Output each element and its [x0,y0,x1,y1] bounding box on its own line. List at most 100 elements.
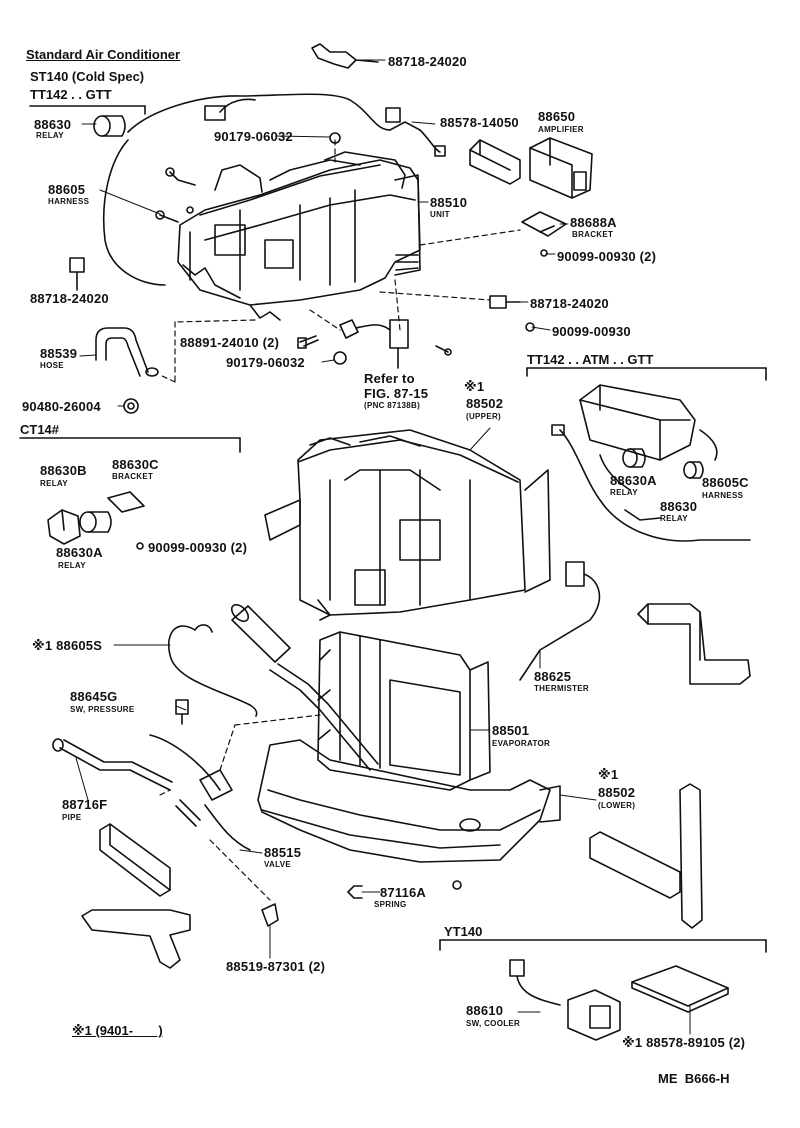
part-number-88625[interactable]: 88625 [534,669,572,684]
amplifier-tt142 [579,384,696,461]
part-number-87116a[interactable]: 87116A [380,885,427,900]
model-label-tt142: TT142 . . GTT [30,87,112,102]
part-desc-88650: AMPLIFIER [538,125,584,134]
part-number-88630c[interactable]: 88630C [112,457,159,472]
part-number-88718-24020-top[interactable]: 88718-24020 [388,54,467,69]
spring-87116a [347,885,363,899]
refer-to-pnc: (PNC 87138B) [364,401,421,410]
part-desc-88716f: PIPE [62,813,82,822]
bracket-ct14 [19,437,241,453]
foam-88578-14050 [469,139,521,185]
refer-to-text: Refer to [364,371,415,386]
part-number-88630b[interactable]: 88630B [40,463,87,478]
part-number-88605s[interactable]: ※1 88605S [32,638,103,653]
part-desc-88630: RELAY [36,131,64,140]
bracket-tt142-atm [526,367,767,381]
clip-88718-left [69,257,85,291]
part-number-88718-24020-left[interactable]: 88718-24020 [30,291,109,306]
harness-88605 [102,93,446,286]
part-number-88891-24010[interactable]: 88891-24010 (2) [180,335,280,350]
part-number-88630[interactable]: 88630 [34,117,72,132]
relay-88630a-right [622,448,646,468]
part-number-88605[interactable]: 88605 [48,182,86,197]
bracket-88630c [107,491,145,550]
refer-to-figure[interactable]: FIG. 87-15 [364,386,429,401]
part-number-88515[interactable]: 88515 [264,845,302,860]
valve-88515 [175,769,251,851]
clip-88718-top [311,43,379,69]
part-number-90099-00930-a[interactable]: 90099-00930 (2) [557,249,657,264]
part-number-88502-upper[interactable]: 88502 [466,396,504,411]
part-number-90179-06032-b[interactable]: 90179-06032 [226,355,305,370]
relay-88630b [47,509,81,545]
pipe-upper [269,663,379,771]
pressure-switch-88645g [149,699,221,791]
part-desc-88502-lower: (LOWER) [598,801,636,810]
part-desc-87116a: SPRING [374,900,407,909]
seal-left-bottom [81,823,191,969]
filter-tube [230,603,291,663]
part-number-88501[interactable]: 88501 [492,723,530,738]
part-number-88610[interactable]: 88610 [466,1003,504,1018]
part-number-88718-24020-right[interactable]: 88718-24020 [530,296,609,311]
part-desc-88605c: HARNESS [702,491,744,500]
hose-88539 [95,327,159,377]
seal-right-lower [589,783,703,929]
part-desc-88605: HARNESS [48,197,90,206]
part-number-88716f[interactable]: 88716F [62,797,108,812]
harness-88605c [551,424,751,542]
part-number-88630-right[interactable]: 88630 [660,499,698,514]
part-desc-88625: THERMISTER [534,684,589,693]
part-desc-88510: UNIT [430,210,450,219]
bracket-standard [29,105,146,115]
part-number-88645g[interactable]: 88645G [70,689,118,704]
part-number-90099-00930-b[interactable]: 90099-00930 [552,324,631,339]
relay-88630a-left [79,511,112,533]
part-number-88650[interactable]: 88650 [538,109,576,124]
part-number-88578-89105[interactable]: ※1 88578-89105 (2) [622,1035,746,1050]
part-desc-88688a: BRACKET [572,230,614,239]
evaporator-88501 [317,631,491,791]
part-desc-88630-right: RELAY [660,514,688,523]
foam-88578-89105 [631,965,729,1013]
leaders-lower [159,714,321,901]
part-number-90179-06032-a[interactable]: 90179-06032 [214,129,293,144]
part-desc-88502-upper: (UPPER) [466,412,501,421]
amplifier-88650 [529,137,593,199]
thermister-88625 [519,561,601,681]
part-number-90099-00930-c[interactable]: 90099-00930 (2) [148,540,248,555]
relay-88630-right [683,461,704,479]
part-desc-88630a-left: RELAY [58,561,86,570]
part-desc-88630a-right: RELAY [610,488,638,497]
relay-88630 [93,115,126,137]
pipe-88716f [52,738,173,791]
part-desc-88501: EVAPORATOR [492,739,551,748]
case-lower-88502 [257,739,561,863]
part-number-88605c[interactable]: 88605C [702,475,749,490]
nut-90179-b [333,351,347,365]
part-number-88510[interactable]: 88510 [430,195,468,210]
connector-refer [339,319,452,369]
switch-88610 [509,959,621,1041]
part-number-90480-26004[interactable]: 90480-26004 [22,399,101,414]
figure-code: ME B666-H [658,1071,730,1086]
part-number-88688a[interactable]: 88688A [570,215,617,230]
revision-mark-upper: ※1 [464,379,485,394]
screw-lower [452,880,462,890]
page-title: Standard Air Conditioner [26,47,181,62]
label-leaders [75,59,691,1035]
part-number-88630a-right[interactable]: 88630A [610,473,657,488]
case-upper-88502 [264,429,551,621]
part-number-88578-14050[interactable]: 88578-14050 [440,115,519,130]
part-number-88519-87301[interactable]: 88519-87301 (2) [226,959,326,974]
grommet-90480 [123,398,139,414]
part-number-88539[interactable]: 88539 [40,346,78,361]
part-number-88502-lower[interactable]: 88502 [598,785,636,800]
leaders-top [159,139,521,383]
model-label-st140: ST140 (Cold Spec) [30,69,145,84]
revision-mark-lower: ※1 [598,767,619,782]
part-number-88630a-left[interactable]: 88630A [56,545,103,560]
part-desc-88515: VALVE [264,860,291,869]
revision-footnote: ※1 (9401- ) [72,1023,163,1038]
ac-unit-88510 [155,151,421,321]
